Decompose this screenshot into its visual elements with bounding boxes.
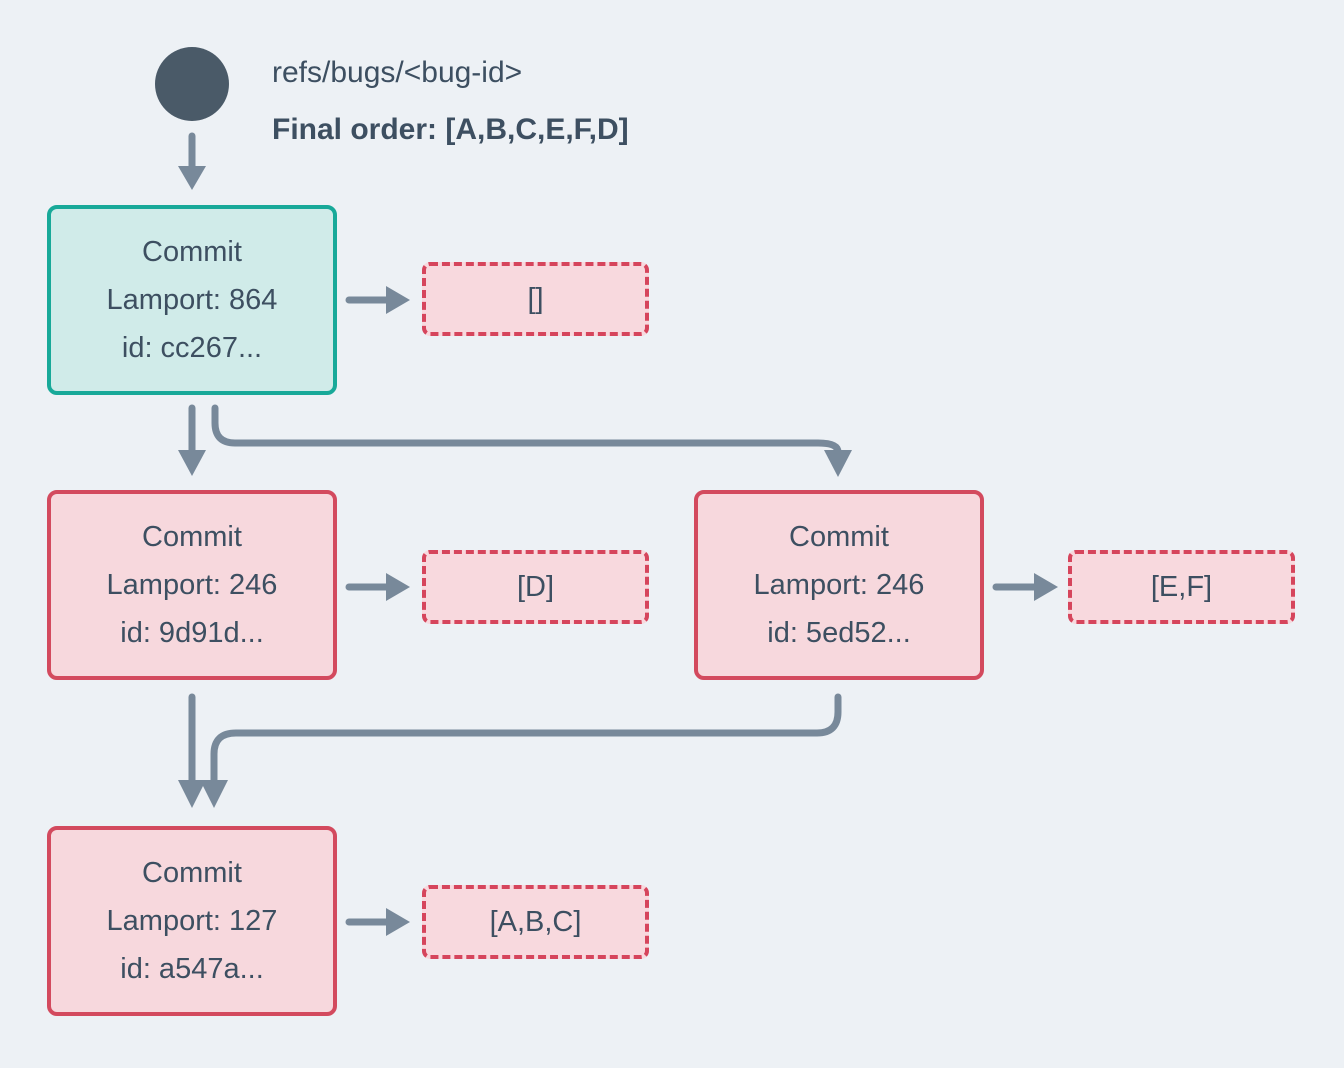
arrowhead-left-operations	[386, 573, 410, 601]
commit-id: id: 9d91d...	[120, 617, 264, 649]
commit-lamport: Lamport: 246	[106, 569, 278, 601]
final-order-label: Final order: [A,B,C,E,F,D]	[272, 113, 629, 146]
arrowhead-head-to-right	[824, 450, 852, 477]
commit-lamport: Lamport: 127	[106, 905, 278, 937]
commit-node-root: Commit Lamport: 127 id: a547a...	[47, 826, 337, 1016]
commit-title: Commit	[142, 236, 242, 268]
arrowhead-left-to-root	[178, 780, 206, 808]
commit-title: Commit	[789, 521, 889, 553]
branch-ref-circle	[155, 47, 229, 121]
commit-title: Commit	[142, 857, 242, 889]
branch-ref-label: refs/bugs/<bug-id>	[272, 56, 523, 89]
arrowhead-right-to-root	[200, 780, 228, 808]
commit-id: id: a547a...	[120, 953, 264, 985]
operations-list-head: []	[422, 262, 649, 336]
arrowhead-head-operations	[386, 286, 410, 314]
operations-list-root: [A,B,C]	[422, 885, 649, 959]
arrowhead-root-operations	[386, 908, 410, 936]
commit-title: Commit	[142, 521, 242, 553]
commit-id: id: 5ed52...	[767, 617, 911, 649]
commit-node-left: Commit Lamport: 246 id: 9d91d...	[47, 490, 337, 680]
commit-lamport: Lamport: 246	[753, 569, 925, 601]
operations-list-left: [D]	[422, 550, 649, 624]
commit-lamport: Lamport: 864	[106, 284, 278, 316]
commit-id: id: cc267...	[121, 332, 263, 364]
commit-node-head: Commit Lamport: 864 id: cc267...	[47, 205, 337, 395]
edge-right-commit-to-root	[210, 693, 842, 786]
edge-head-to-right-commit	[211, 404, 842, 456]
operations-list-right: [E,F]	[1068, 550, 1295, 624]
arrowhead-head-to-left	[178, 450, 206, 476]
arrowhead-ref-to-head	[178, 166, 206, 190]
arrowhead-right-operations	[1034, 573, 1058, 601]
commit-node-right: Commit Lamport: 246 id: 5ed52...	[694, 490, 984, 680]
